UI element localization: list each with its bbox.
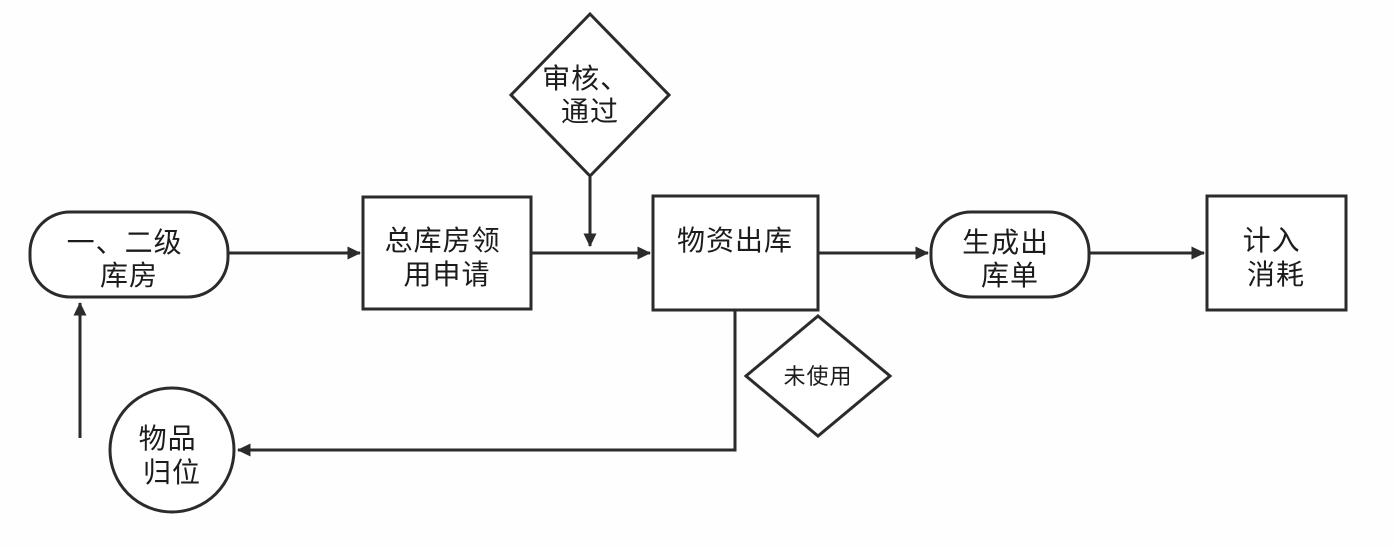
node-consume-shape — [1205, 194, 1348, 312]
node-unused-label: 未使用 — [783, 364, 852, 389]
node-requisition: 总库房领 用申请 — [361, 195, 533, 311]
node-return-label: 物品 归位 — [139, 423, 206, 488]
node-requisition-label: 总库房领 用申请 — [385, 225, 510, 290]
edge-outbound-to-return — [237, 310, 737, 457]
node-warehouse: 一、二级 库房 — [28, 210, 230, 299]
node-order: 生成出 库单 — [929, 210, 1091, 299]
connectors — [73, 177, 1205, 457]
node-outbound-label: 物资出库 — [677, 225, 793, 256]
node-return: 物品 归位 — [108, 386, 236, 514]
node-consume-label: 计入 消耗 — [1243, 225, 1310, 290]
node-review-label: 审核、 通过 — [542, 63, 638, 127]
node-review-shape — [508, 11, 672, 179]
node-outbound-shape — [651, 194, 820, 312]
node-unused: 未使用 — [743, 314, 893, 438]
node-order-shape — [929, 210, 1091, 299]
node-unused-shape — [743, 314, 893, 438]
node-requisition-shape — [361, 195, 533, 311]
node-outbound: 物资出库 — [651, 194, 820, 312]
node-order-label: 生成出 库单 — [962, 227, 1058, 291]
node-warehouse-shape — [28, 210, 230, 299]
node-consume: 计入 消耗 — [1205, 194, 1348, 312]
node-warehouse-label: 一、二级 库房 — [67, 227, 192, 291]
node-return-shape — [108, 386, 236, 514]
node-review: 审核、 通过 — [508, 11, 672, 179]
